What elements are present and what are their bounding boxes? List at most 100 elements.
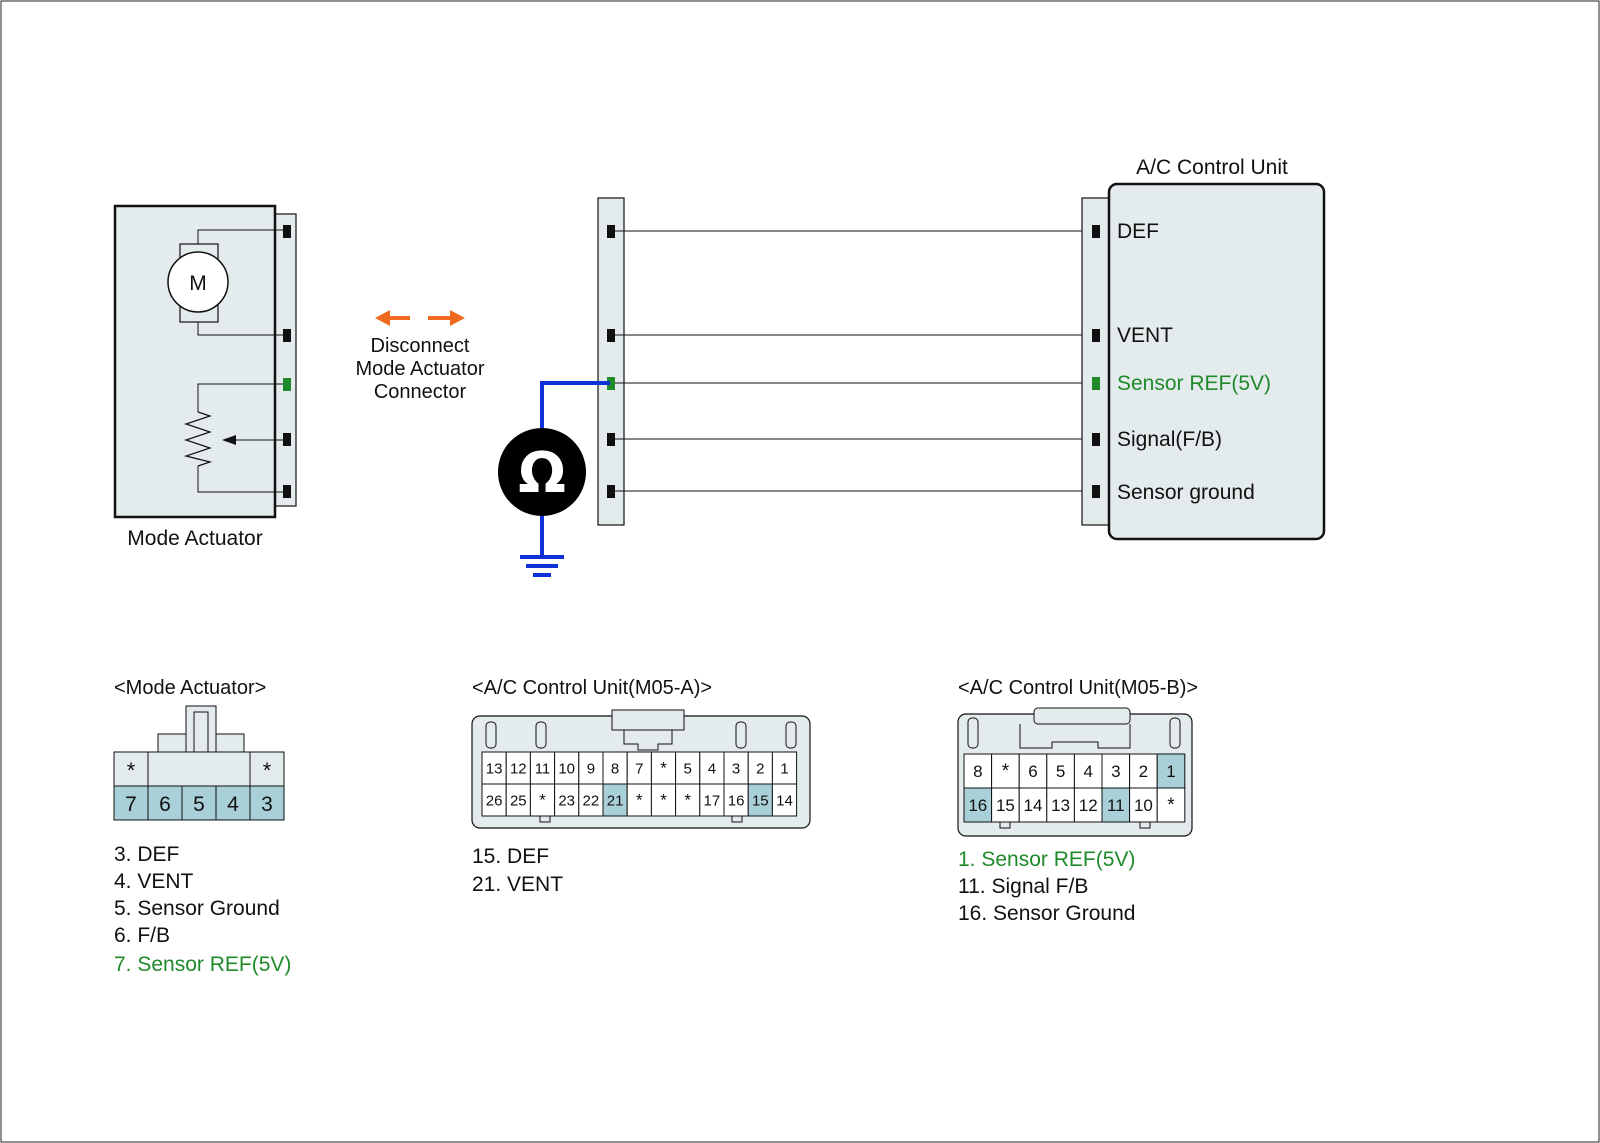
pin-number: 23: [558, 792, 575, 809]
pin-cell: [249, 785, 285, 821]
ground-icon: [520, 555, 564, 577]
actuator-pin: [283, 329, 291, 342]
pin-number: 14: [1024, 796, 1043, 815]
ohmmeter-icon: [498, 428, 586, 516]
pin-cell: [602, 783, 628, 817]
pin-cell: [113, 785, 149, 821]
harness-pin: [607, 329, 615, 342]
pin-cell: [991, 787, 1020, 823]
ac-unit-pin: [1092, 329, 1100, 342]
harness-connector: [597, 197, 625, 526]
pin-cell: [1073, 787, 1103, 823]
pin-cell: [1018, 753, 1048, 789]
pin-cell: [215, 785, 251, 821]
connector-body: [147, 751, 251, 787]
pin-label-signal: Signal(F/B): [1117, 428, 1222, 451]
pin-number: 6: [1028, 762, 1037, 781]
pin-number: *: [684, 790, 691, 809]
pin-cell: [699, 751, 725, 785]
harness-pin: [607, 485, 615, 498]
pin-number: *: [1002, 761, 1010, 782]
pin-number: 1: [1166, 762, 1175, 781]
legend-item: 21. VENT: [472, 873, 563, 896]
pin-number: *: [660, 790, 667, 809]
ac-unit-pin-ref: [1092, 377, 1100, 390]
pin-cell: [1129, 753, 1158, 789]
pin-number: 16: [728, 792, 745, 809]
pin-cell: [650, 783, 677, 817]
pin-cell: [1101, 787, 1131, 823]
pin-number: 8: [611, 760, 619, 777]
pin-cell: [113, 751, 149, 787]
pin-number: 7: [125, 793, 137, 816]
actuator-pin: [283, 485, 291, 498]
pin-cell: [147, 785, 183, 821]
pin-number: *: [636, 790, 643, 809]
pin-cell: [1046, 753, 1075, 789]
pin-number: 3: [1111, 762, 1120, 781]
legend-item: 4. VENT: [114, 870, 194, 893]
pin-label-sensor-ref: Sensor REF(5V): [1117, 372, 1271, 395]
pin-cell: [529, 751, 556, 785]
pin-number: 25: [510, 792, 527, 809]
legend-item: 16. Sensor Ground: [958, 902, 1135, 925]
legend-item-sensor-ref: 1. Sensor REF(5V): [958, 848, 1135, 871]
pin-cell: [1156, 787, 1186, 823]
pin-cell: [747, 783, 773, 817]
disconnect-arrows: [375, 310, 465, 326]
m05a-connector-title: <A/C Control Unit(M05-A)>: [472, 677, 712, 699]
ac-unit-pin: [1092, 485, 1100, 498]
pin-number: 12: [1079, 796, 1098, 815]
pin-number: 5: [684, 760, 692, 777]
motor-icon: M: [167, 229, 286, 336]
pin-cell: [723, 783, 749, 817]
ohm-symbol: Ω: [518, 441, 566, 506]
ac-unit-title: A/C Control Unit: [1136, 156, 1288, 179]
disconnect-note-line-1: Disconnect: [371, 335, 470, 357]
pin-cell: [1018, 787, 1048, 823]
connector-housing: [157, 705, 245, 753]
legend-item-sensor-ref: 7. Sensor REF(5V): [114, 953, 291, 976]
legend-item: 6. F/B: [114, 924, 170, 947]
ac-unit-connector-strip: [1081, 197, 1113, 526]
pin-cell: [1129, 787, 1158, 823]
pin-cell: [481, 751, 507, 785]
pin-cell: [1101, 753, 1131, 789]
pin-number: 13: [1051, 796, 1070, 815]
pin-number: 5: [1056, 762, 1065, 781]
actuator-pin-ref: [283, 378, 291, 391]
harness-wires: [615, 230, 1094, 492]
probe-wire: [540, 381, 610, 432]
pin-number: 15: [752, 792, 769, 809]
ac-unit-pin: [1092, 225, 1100, 238]
harness-pin: [607, 225, 615, 238]
pin-number: 1: [780, 760, 788, 777]
pin-cell: [578, 751, 604, 785]
pin-cell: [505, 783, 531, 817]
pin-cell: [771, 783, 798, 817]
m05b-connector-title: <A/C Control Unit(M05-B)>: [958, 677, 1198, 699]
pin-number: *: [539, 790, 546, 809]
pin-number: 15: [996, 796, 1015, 815]
pin-number: *: [127, 758, 136, 783]
pin-number: 2: [1139, 762, 1148, 781]
actuator-pin: [283, 433, 291, 446]
pin-label-sensor-ground: Sensor ground: [1117, 481, 1255, 504]
pin-cell: [249, 751, 285, 787]
pin-cell: [1156, 753, 1186, 789]
pin-number: 16: [968, 796, 987, 815]
pin-number: 13: [486, 760, 503, 777]
motor-symbol: M: [189, 272, 207, 295]
pin-number: 6: [159, 793, 171, 816]
ac-control-unit: A/C Control Unit DEF VENT Sensor REF(5V)…: [1081, 156, 1326, 541]
ac-unit-pin: [1092, 433, 1100, 446]
pin-number: 5: [193, 793, 205, 816]
pin-number: 3: [261, 793, 273, 816]
pin-number: 2: [756, 760, 764, 777]
ac-unit-body: [1107, 182, 1326, 541]
pin-number: 26: [486, 792, 503, 809]
